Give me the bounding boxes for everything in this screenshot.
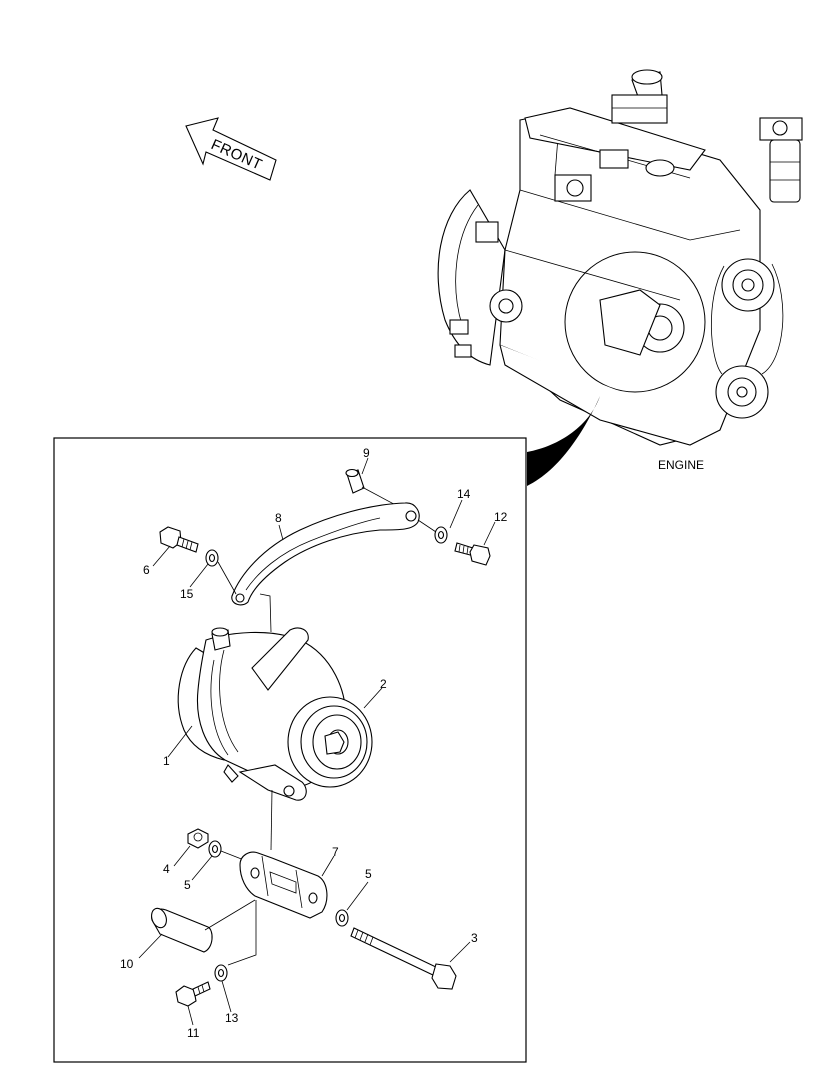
- alternator-part-1: [177, 627, 347, 801]
- bolt-part-6: [159, 526, 199, 553]
- washer-part-5-right: [335, 909, 349, 927]
- nut-part-4: [187, 828, 209, 849]
- washer-part-15: [205, 549, 219, 567]
- callout-4: 4: [163, 862, 170, 876]
- detail-frame: [53, 437, 527, 1063]
- engine-illustration: ENGINE: [437, 69, 803, 486]
- washer-part-13: [214, 964, 228, 982]
- adjusting-bracket-part-8: [231, 502, 420, 606]
- callout-6: 6: [143, 563, 150, 577]
- callout-2: 2: [380, 677, 387, 691]
- bolt-part-11: [175, 981, 211, 1007]
- callout-1: 1: [163, 754, 170, 768]
- callout-15: 15: [180, 587, 194, 601]
- callout-10: 10: [120, 957, 134, 971]
- callout-14: 14: [457, 487, 471, 501]
- engine-label: ENGINE: [658, 458, 704, 472]
- callout-9: 9: [363, 446, 370, 460]
- callout-11: 11: [187, 1026, 200, 1040]
- callout-3: 3: [471, 931, 478, 945]
- washer-part-5-upper: [208, 840, 222, 858]
- sleeve-tube-part-10: [151, 907, 213, 953]
- pulley-part-2: [287, 696, 373, 788]
- callout-5-upper: 5: [184, 878, 191, 892]
- bolt-part-12: [454, 542, 491, 566]
- callout-labels: 1 2 3 4 5 5 6 7 8 9 10 11 12 13 14 15: [120, 446, 508, 1040]
- lower-bracket-part-7: [239, 851, 328, 919]
- callout-8: 8: [275, 511, 282, 525]
- long-bolt-part-3: [350, 927, 457, 990]
- callout-5-right: 5: [365, 867, 372, 881]
- callout-leaders: [138, 457, 496, 1026]
- callout-13: 13: [225, 1011, 239, 1025]
- callout-7: 7: [332, 845, 339, 859]
- spacer-sleeve-part-9: [345, 468, 365, 494]
- washer-part-14: [434, 526, 448, 544]
- front-direction-arrow: FRONT: [185, 117, 277, 181]
- callout-12: 12: [494, 510, 508, 524]
